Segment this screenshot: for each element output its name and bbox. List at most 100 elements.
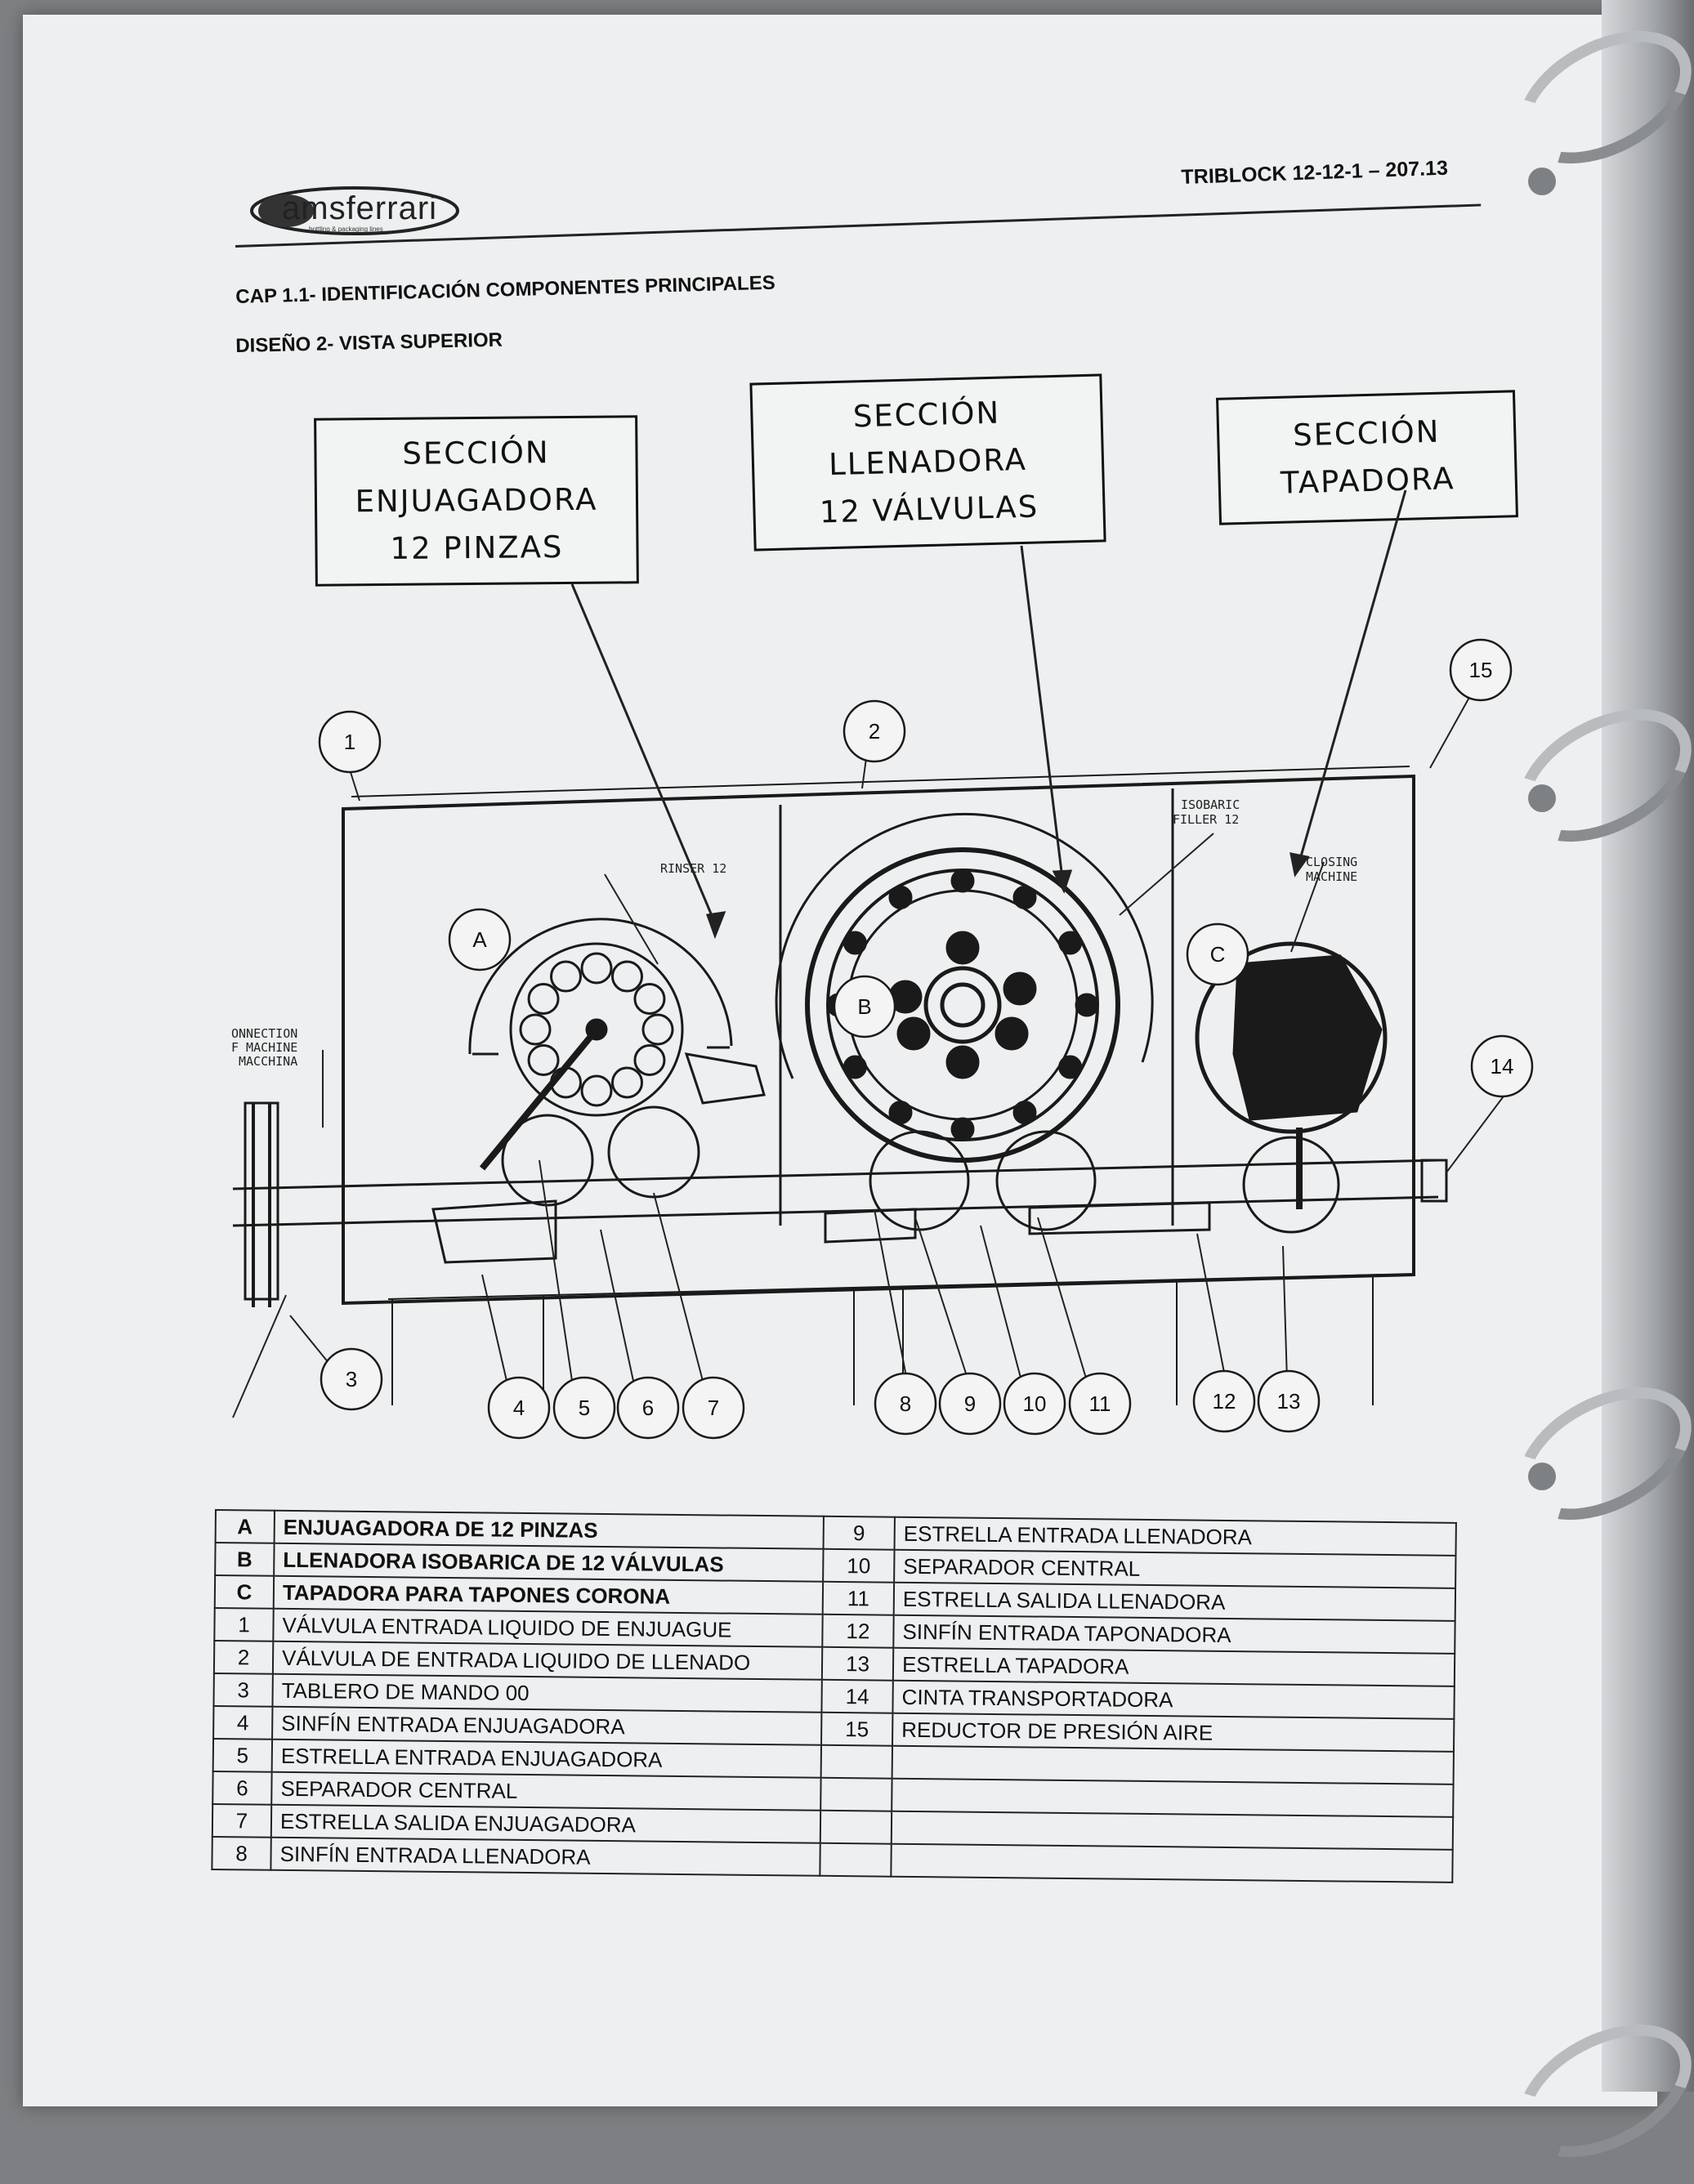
callout-5: 5 bbox=[552, 1376, 616, 1440]
callout-circle bbox=[318, 710, 382, 774]
callout-circle bbox=[448, 908, 512, 971]
filler-valve bbox=[950, 1117, 975, 1141]
binder-hole bbox=[1528, 1463, 1556, 1490]
callout-circle bbox=[616, 1376, 680, 1440]
rinser-gripper bbox=[611, 960, 643, 993]
isobaric-label-2: FILLER 12 bbox=[1173, 812, 1239, 827]
legend-key: 9 bbox=[823, 1516, 895, 1550]
callout-number: 11 bbox=[1089, 1391, 1111, 1416]
legend-key: 6 bbox=[212, 1771, 272, 1805]
callout-number: 13 bbox=[1277, 1389, 1301, 1414]
callout-3: 3 bbox=[320, 1347, 383, 1411]
legend-key: C bbox=[214, 1575, 275, 1609]
filler-center-valve bbox=[896, 1016, 931, 1051]
callout-number: 12 bbox=[1213, 1389, 1236, 1414]
callout-number: 7 bbox=[708, 1396, 719, 1420]
legend-key: 7 bbox=[212, 1803, 272, 1838]
callout-number: A bbox=[472, 927, 487, 952]
legend-description: LLENADORA ISOBARICA DE 12 VÁLVULAS bbox=[274, 1543, 824, 1582]
filler-valve bbox=[1012, 885, 1037, 909]
callout-circle bbox=[552, 1376, 616, 1440]
connection-label-3: MACCHINA bbox=[239, 1054, 297, 1069]
legend-description: VÁLVULA DE ENTRADA LIQUIDO DE LLENADO bbox=[272, 1641, 823, 1680]
logo-text: amsferrari bbox=[282, 190, 438, 226]
callout-circle bbox=[1192, 1369, 1256, 1433]
callout-circle bbox=[1186, 922, 1249, 986]
rinser-gripper bbox=[633, 1044, 666, 1076]
legend-key: 15 bbox=[821, 1712, 893, 1746]
legend-key bbox=[820, 1810, 892, 1844]
callout-number: 2 bbox=[869, 719, 880, 744]
legend-description bbox=[891, 1843, 1453, 1883]
callout-9: 9 bbox=[938, 1372, 1002, 1436]
connection-label-2: F MACHINE bbox=[231, 1040, 297, 1055]
binder-hole bbox=[1528, 167, 1556, 195]
legend-description: SEPARADOR CENTRAL bbox=[271, 1771, 821, 1811]
callout-4: 4 bbox=[487, 1376, 551, 1440]
closing-label-2: MACHINE bbox=[1306, 869, 1357, 884]
callout-number: 5 bbox=[579, 1396, 590, 1420]
filler-valve bbox=[950, 869, 975, 893]
callout-circle bbox=[1003, 1372, 1066, 1436]
callout-10: 10 bbox=[1003, 1372, 1066, 1436]
machine-top-view-drawing: RINSER 12 ISOBARIC FILLER 12 CLOSING MAC… bbox=[231, 489, 1534, 1440]
callout-circle bbox=[1257, 1369, 1321, 1433]
legend-description: TAPADORA PARA TAPONES CORONA bbox=[273, 1575, 824, 1615]
filler-valve bbox=[843, 1055, 867, 1079]
filler-valve bbox=[888, 1101, 913, 1125]
callout-circle bbox=[833, 975, 896, 1038]
callout-circle bbox=[1068, 1372, 1132, 1436]
callout-13: 13 bbox=[1257, 1369, 1321, 1433]
legend-key: 13 bbox=[821, 1646, 894, 1681]
filler-valve bbox=[843, 931, 867, 955]
connection-label-1: ONNECTION bbox=[231, 1026, 297, 1041]
rinser-gripper bbox=[611, 1066, 643, 1099]
callout-number: 1 bbox=[344, 730, 355, 754]
callout-15: 15 bbox=[1449, 638, 1513, 702]
callout-number: 9 bbox=[964, 1391, 976, 1416]
page-edge-shadow bbox=[1602, 0, 1694, 2092]
filler-valve bbox=[1058, 931, 1083, 955]
callout-b: B bbox=[833, 975, 896, 1038]
isobaric-label-1: ISOBARIC bbox=[1181, 797, 1240, 812]
legend-key: 1 bbox=[214, 1608, 274, 1641]
legend-key: 3 bbox=[213, 1673, 273, 1707]
callout-number: C bbox=[1210, 942, 1226, 967]
callout-circle bbox=[938, 1372, 1002, 1436]
filler-center-valve bbox=[945, 1045, 980, 1079]
brand-logo bbox=[250, 186, 459, 235]
callout-circle bbox=[1449, 638, 1513, 702]
callout-circle bbox=[843, 699, 906, 763]
filler-valve bbox=[1075, 993, 1099, 1017]
rinser-gripper bbox=[580, 952, 613, 985]
callout-7: 7 bbox=[682, 1376, 745, 1440]
callout-circle bbox=[1470, 1034, 1534, 1098]
callout-number: 10 bbox=[1023, 1391, 1047, 1416]
rinser-gripper bbox=[641, 1013, 674, 1046]
callout-circle bbox=[874, 1372, 937, 1436]
legend-key: B bbox=[215, 1543, 275, 1576]
callout-2: 2 bbox=[843, 699, 906, 763]
filler-center-valve bbox=[994, 1016, 1029, 1051]
legend-key: 14 bbox=[821, 1679, 893, 1713]
rinser-gripper bbox=[633, 983, 666, 1015]
callout-circle bbox=[682, 1376, 745, 1440]
callout-11: 11 bbox=[1068, 1372, 1132, 1436]
callout-number: 4 bbox=[513, 1396, 525, 1420]
legend-key bbox=[820, 1744, 893, 1779]
callout-number: B bbox=[857, 994, 871, 1019]
rinser-gripper bbox=[527, 1044, 560, 1076]
legend-description: TABLERO DE MANDO 00 bbox=[272, 1673, 822, 1713]
legend-key: 2 bbox=[213, 1641, 274, 1674]
rinser-label: RINSER 12 bbox=[660, 861, 726, 876]
filler-valve bbox=[1012, 1101, 1037, 1125]
legend-key: 8 bbox=[212, 1836, 271, 1870]
rinser-gripper bbox=[527, 983, 560, 1015]
callout-number: 8 bbox=[900, 1391, 911, 1416]
filler-center-valve bbox=[1003, 971, 1037, 1006]
legend-key: 5 bbox=[212, 1738, 273, 1772]
callout-a: A bbox=[448, 908, 512, 971]
rinser-gripper bbox=[550, 960, 582, 993]
callout-number: 3 bbox=[346, 1367, 357, 1391]
callout-14: 14 bbox=[1470, 1034, 1534, 1098]
